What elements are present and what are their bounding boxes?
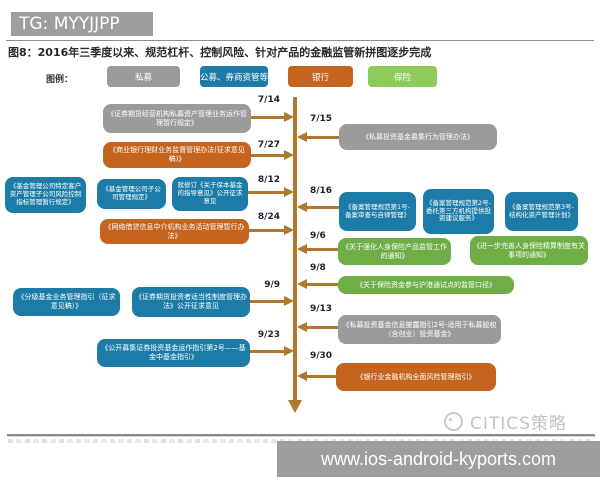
timeline-date-8-16: 8/16 [310,186,333,196]
arrow-line [250,349,287,353]
timeline-date-9-23: 9/23 [257,330,280,340]
citics-watermark-text: CITICS策略 [470,414,567,434]
arrow-line [249,228,287,232]
policy-box: 《私募投资基金信息披露指引2号-适用于私募股权（含创业）投资基金》 [338,315,501,344]
site-url: www.ios-android-kyports.com [320,448,557,469]
arrow-head-right-icon [284,224,294,235]
timeline-date-8-24: 8/24 [257,212,280,222]
legend-label: 图例： [46,75,74,85]
policy-box: 《基金管理公司特定客户资产管理子公司风险控制指标管理暂行规定》 [5,177,86,213]
timeline-date-7-27: 7/27 [257,140,280,150]
arrow-line [306,282,339,286]
policy-box: 《备案管理规范第2号-委托第三方机构提供投资建议服务》 [423,189,494,234]
policy-box: 《证券期货经营机构私募资产管理业务运作管理暂行规定》 [103,104,251,133]
arrow-head-left-icon [297,243,307,254]
policy-box: 《关于强化人身保险产品监管工作的通知》 [338,238,451,265]
axis-arrow-down-icon [288,400,302,413]
policy-box: 《备案管理规范第3号-结构化资产管理计划》 [505,192,578,231]
arrow-line [250,299,287,303]
legend-item-legend_green: 保险 [368,66,437,87]
figure-title: 图8：2016年三季度以来、规范杠杆、控制风险、针对产品的金融监管新拼图逐步完成 [8,46,432,59]
footer-divider [7,434,595,437]
arrow-head-right-icon [284,345,294,356]
timeline-date-7-14: 7/14 [257,95,280,105]
arrow-line [248,190,287,194]
citics-logo-icon [444,412,463,431]
timeline-axis [293,97,297,400]
site-bar: www.ios-android-kyports.com [277,441,600,477]
arrow-line [306,325,339,329]
policy-box: 就修订《关于保本基金的指导意见》公开征求意见 [172,177,248,211]
arrow-line [251,115,287,119]
policy-box: 《进一步完善人身保险精算制度有关事项的通知》 [470,236,588,265]
policy-box: 《商业银行理财业务监督管理办法(征求意见稿)》 [103,142,251,168]
legend-item-blue: 公募、券商资管等 [200,66,268,87]
arrow-line [251,153,287,157]
policy-box: 《基金管理公司子公司管理规定》 [97,179,166,209]
policy-box: 《分级基金业务管理指引（征求意见稿）》 [13,288,120,316]
watermark-badge: TG: MYYJJPP [11,12,153,36]
policy-box: 《网络借贷信息中介机构业务活动管理暂行办法》 [100,219,249,244]
timeline-date-9-6: 9/6 [310,231,326,241]
arrow-head-right-icon [284,111,294,122]
timeline-date-7-15: 7/15 [310,114,333,124]
arrow-head-left-icon [297,321,307,332]
arrow-head-right-icon [284,295,294,306]
policy-box: 《公开募集证券投资基金运作指引第2号——基金中基金指引》 [97,339,250,367]
citics-watermark: CITICS策略 [444,409,567,434]
title-top-rule [6,40,594,41]
arrow-head-left-icon [297,201,307,212]
timeline-date-9-8: 9/8 [310,263,326,273]
legend-item-orange: 银行 [288,66,353,87]
arrow-line [306,374,337,378]
policy-box: 《备案管理规范第1号-备案审查与自律管理》 [339,192,416,231]
arrow-line [306,135,340,139]
legend-item-gray: 私募 [107,66,180,87]
arrow-line [306,247,339,251]
arrow-line [306,205,340,209]
arrow-head-left-icon [297,278,307,289]
arrow-head-right-icon [284,149,294,160]
arrow-head-left-icon [297,370,307,381]
timeline-date-9-9: 9/9 [264,280,280,290]
timeline-date-9-13: 9/13 [310,304,333,314]
policy-box: 《关于保险资金参与沪港通试点的监管口径》 [338,276,514,294]
policy-box: 《私募投资基金募集行为管理办法》 [339,124,497,150]
timeline-date-8-12: 8/12 [257,175,280,185]
arrow-head-right-icon [284,186,294,197]
policy-box: 《证券期货投资者适当性制度管理办法》公开征求意见 [132,287,250,317]
policy-box: 《银行业金融机构全面风险管理指引》 [336,363,496,391]
timeline-date-9-30: 9/30 [310,351,333,361]
arrow-head-left-icon [297,131,307,142]
